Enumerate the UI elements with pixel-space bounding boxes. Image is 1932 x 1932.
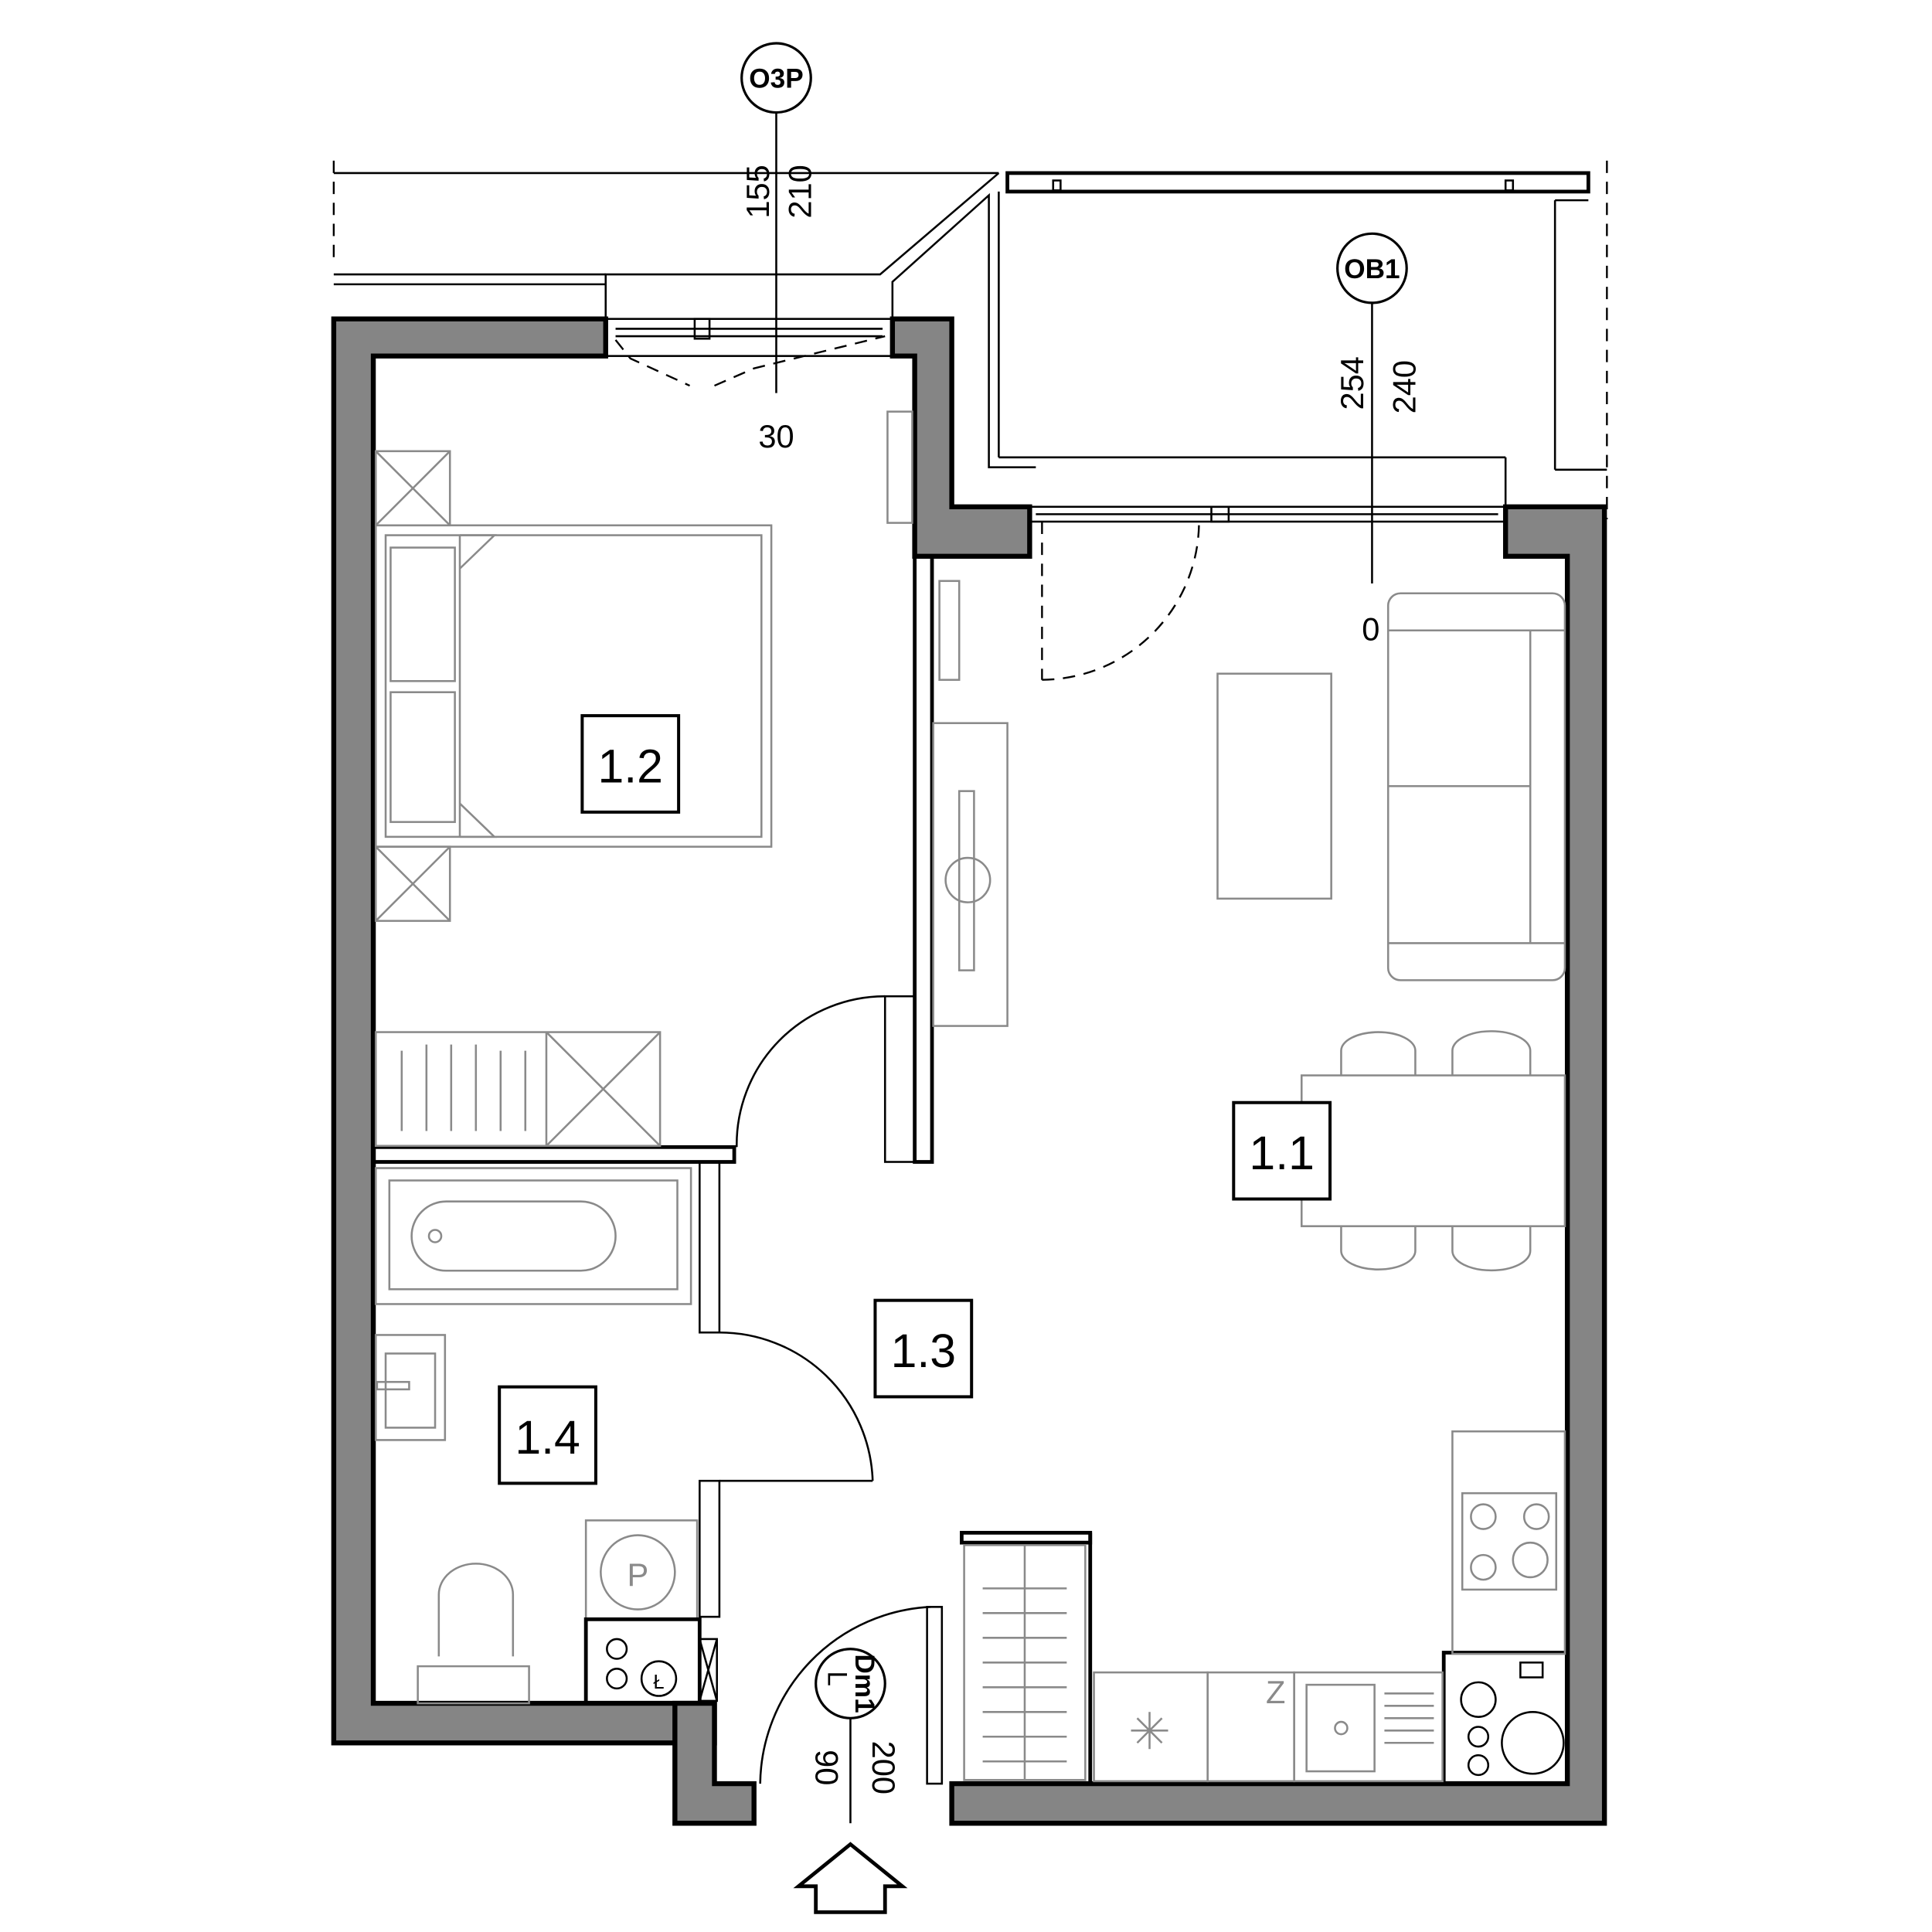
- room-number: 1.2: [597, 740, 662, 792]
- room-label-1-1: 1.1: [1232, 1100, 1332, 1201]
- partitions: [371, 554, 1570, 1786]
- door-hand: L: [822, 1671, 852, 1686]
- door-height: 200: [866, 1741, 902, 1794]
- sill-height: 30: [758, 418, 794, 454]
- dim-b: 240: [1386, 360, 1422, 413]
- window-tag-o3p: O3P 155 210 30: [740, 42, 818, 454]
- room-label-1-2: 1.2: [580, 714, 681, 814]
- dim-a: 254: [1334, 356, 1370, 410]
- dim-a: 155: [740, 165, 776, 218]
- balcony-door-ob1: [1029, 505, 1507, 681]
- tag-label: OB1: [1344, 254, 1400, 284]
- boiler-label: Ł: [653, 1672, 664, 1693]
- room-label-1-4: 1.4: [498, 1385, 597, 1485]
- window-tag-ob1: OB1 254 240 0: [1334, 232, 1422, 648]
- walls: [331, 316, 1607, 1826]
- furniture: P Ł Z: [374, 410, 1566, 1783]
- washer-label: P: [627, 1556, 648, 1593]
- tag-label: Dm1: [849, 1654, 879, 1713]
- exterior-lines: [332, 160, 1608, 519]
- door-tag-dm1: Dm1 L 90 200: [809, 1648, 902, 1824]
- dim-b: 210: [781, 165, 818, 218]
- entrance-arrow-icon: [793, 1842, 908, 1914]
- tag-label: O3P: [749, 64, 803, 94]
- doors: [719, 995, 944, 1785]
- sill-height: 0: [1362, 611, 1379, 648]
- window-o3p: [604, 318, 894, 387]
- room-number: 1.1: [1249, 1127, 1314, 1179]
- room-number: 1.4: [515, 1411, 580, 1464]
- room-number: 1.3: [891, 1325, 956, 1377]
- fridge-label: Z: [1266, 1674, 1285, 1710]
- door-width: 90: [809, 1750, 845, 1785]
- room-label-1-3: 1.3: [873, 1298, 974, 1399]
